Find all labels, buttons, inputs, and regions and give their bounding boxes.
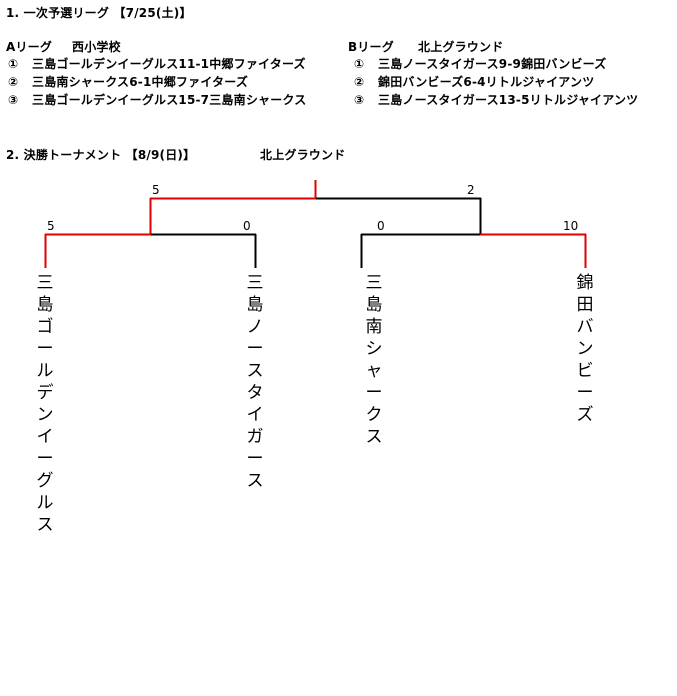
match-number: ① bbox=[354, 57, 365, 71]
league-b-match-3: ③ 三島ノースタイガース13-5リトルジャイアンツ bbox=[354, 93, 638, 107]
semi-right-winner-path bbox=[480, 233, 587, 268]
semi-left-loser-path bbox=[151, 233, 257, 268]
match-number: ② bbox=[8, 75, 19, 89]
team-name-char: 三 bbox=[365, 273, 383, 293]
team-name-char: ー bbox=[365, 383, 383, 403]
semi-left-score-left: 5 bbox=[47, 219, 55, 233]
team-name-char: ー bbox=[576, 383, 594, 403]
league-a-venue: 西小学校 bbox=[72, 40, 121, 54]
league-b-venue: 北上グラウンド bbox=[418, 40, 504, 54]
team-name-char: ル bbox=[36, 361, 54, 381]
match-result: 三島南シャークス6-1中郷ファイターズ bbox=[32, 75, 249, 89]
league-a-label: Aリーグ bbox=[6, 40, 53, 54]
match-result: 三島ゴールデンイーグルス15-7三島南シャークス bbox=[32, 93, 307, 107]
team-name-char: ー bbox=[36, 339, 54, 359]
team-name-char: ン bbox=[576, 339, 594, 359]
team-name-char: ズ bbox=[576, 405, 594, 425]
team-name-char: タ bbox=[246, 383, 264, 403]
team-name-char: 島 bbox=[246, 295, 264, 315]
league-b-label: Bリーグ bbox=[348, 40, 394, 54]
team-name-4: 錦田バンビーズ bbox=[574, 272, 596, 426]
match-number: ② bbox=[354, 75, 365, 89]
semi-left-winner-path bbox=[44, 233, 151, 268]
semi-left-score-right: 0 bbox=[243, 219, 251, 233]
final-winner-path bbox=[149, 180, 317, 235]
league-b-match-1: ① 三島ノースタイガース9-9錦田バンビーズ bbox=[354, 57, 606, 71]
team-name-char: ャ bbox=[365, 361, 383, 381]
match-result: 三島ノースタイガース13-5リトルジャイアンツ bbox=[378, 93, 639, 107]
team-name-3: 三島南シャークス bbox=[363, 272, 385, 448]
section-2-title: 2. 決勝トーナメント 【8/9(日)】 bbox=[6, 148, 196, 162]
match-number: ① bbox=[8, 57, 19, 71]
team-name-char: ス bbox=[365, 427, 383, 447]
team-name-char: イ bbox=[36, 427, 54, 447]
final-score-right: 2 bbox=[467, 183, 475, 197]
team-name-char: ル bbox=[36, 493, 54, 513]
team-name-char: ゴ bbox=[36, 317, 54, 337]
team-name-char: グ bbox=[36, 471, 54, 491]
team-name-char: ス bbox=[246, 361, 264, 381]
final-loser-path bbox=[316, 197, 482, 235]
team-name-char: ー bbox=[246, 449, 264, 469]
section-1-title: 1. 一次予選リーグ 【7/25(土)】 bbox=[6, 6, 192, 20]
match-result: 三島ゴールデンイーグルス11-1中郷ファイターズ bbox=[32, 57, 306, 71]
team-name-char: ー bbox=[36, 449, 54, 469]
semi-right-loser-path bbox=[360, 233, 480, 268]
team-name-char: 三 bbox=[36, 273, 54, 293]
match-result: 三島ノースタイガース9-9錦田バンビーズ bbox=[378, 57, 607, 71]
team-name-char: ク bbox=[365, 405, 383, 425]
semi-right-score-left: 0 bbox=[377, 219, 385, 233]
team-name-char: 錦 bbox=[576, 273, 594, 293]
team-name-char: ー bbox=[246, 339, 264, 359]
league-a-match-3: ③ 三島ゴールデンイーグルス15-7三島南シャークス bbox=[8, 93, 306, 107]
team-name-char: 島 bbox=[36, 295, 54, 315]
team-name-char: イ bbox=[246, 405, 264, 425]
team-name-char: ガ bbox=[246, 427, 264, 447]
team-name-char: バ bbox=[576, 317, 594, 337]
league-b-match-2: ② 錦田バンビーズ6-4リトルジャイアンツ bbox=[354, 75, 594, 89]
match-result: 錦田バンビーズ6-4リトルジャイアンツ bbox=[378, 75, 595, 89]
team-name-char: ス bbox=[246, 471, 264, 491]
team-name-char: 南 bbox=[365, 317, 383, 337]
team-name-char: デ bbox=[36, 383, 54, 403]
league-a-match-2: ② 三島南シャークス6-1中郷ファイターズ bbox=[8, 75, 248, 89]
team-name-char: ン bbox=[36, 405, 54, 425]
team-name-char: ス bbox=[36, 515, 54, 535]
team-name-char: ノ bbox=[246, 317, 264, 337]
team-name-1: 三島ゴールデンイーグルス bbox=[34, 272, 56, 536]
team-name-char: シ bbox=[365, 339, 383, 359]
match-number: ③ bbox=[354, 93, 365, 107]
league-a-match-1: ① 三島ゴールデンイーグルス11-1中郷ファイターズ bbox=[8, 57, 306, 71]
match-number: ③ bbox=[8, 93, 19, 107]
team-name-char: 三 bbox=[246, 273, 264, 293]
team-name-char: 島 bbox=[365, 295, 383, 315]
final-score-left: 5 bbox=[152, 183, 160, 197]
team-name-char: ビ bbox=[576, 361, 594, 381]
team-name-char: 田 bbox=[576, 295, 594, 315]
semi-right-score-right: 10 bbox=[563, 219, 579, 233]
team-name-2: 三島ノースタイガース bbox=[244, 272, 266, 492]
section-2-venue: 北上グラウンド bbox=[260, 148, 346, 162]
